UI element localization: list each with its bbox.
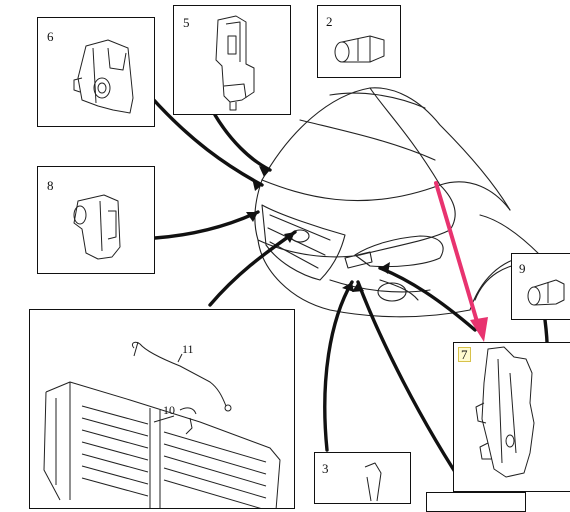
callout-number: 5 xyxy=(183,15,190,30)
callout-number: 9 xyxy=(519,261,526,276)
callout-number: 8 xyxy=(47,178,54,193)
callout-3: 3 xyxy=(314,452,411,504)
callout-9: 9 xyxy=(511,253,570,320)
callout-6: 6 xyxy=(37,17,155,127)
mount-bracket-icon xyxy=(73,194,121,260)
bracket-part-icon xyxy=(73,39,134,114)
guide-bracket-icon xyxy=(475,346,535,478)
callout-2: 2 xyxy=(317,5,401,78)
parts-diagram: 6 5 2 xyxy=(29,5,570,512)
callout-number: 7 xyxy=(458,347,471,362)
callout-grille: 11 10 xyxy=(29,309,295,509)
callout-number: 2 xyxy=(326,14,333,29)
clip-fastener-icon xyxy=(334,35,385,63)
callout-number: 3 xyxy=(322,461,329,476)
highlight-arrow xyxy=(434,181,488,342)
sensor-bracket-icon xyxy=(215,15,255,111)
callout-5: 5 xyxy=(173,5,291,115)
callout-7: 7 xyxy=(453,342,570,492)
part-3-icon xyxy=(364,462,382,502)
part-11-label: 11 xyxy=(182,342,194,356)
grille-shutter-icon xyxy=(43,341,281,508)
callout-8: 8 xyxy=(37,166,155,274)
callout-number: 6 xyxy=(47,29,54,44)
callout-partial-box xyxy=(426,492,526,512)
clip-fastener-icon xyxy=(527,279,565,306)
